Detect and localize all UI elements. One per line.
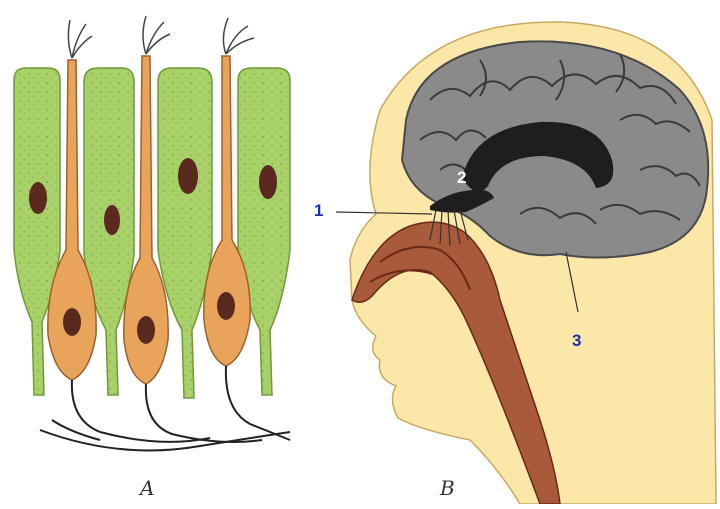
olfactory-epithelium (14, 16, 290, 450)
head-section (336, 22, 716, 504)
panel-label-a: A (140, 476, 154, 500)
panel-label-b: B (440, 476, 455, 500)
marker-1: 1 (314, 201, 323, 221)
marker-3: 3 (572, 331, 581, 351)
supporting-cell (238, 68, 290, 395)
marker-2: 2 (457, 168, 466, 188)
